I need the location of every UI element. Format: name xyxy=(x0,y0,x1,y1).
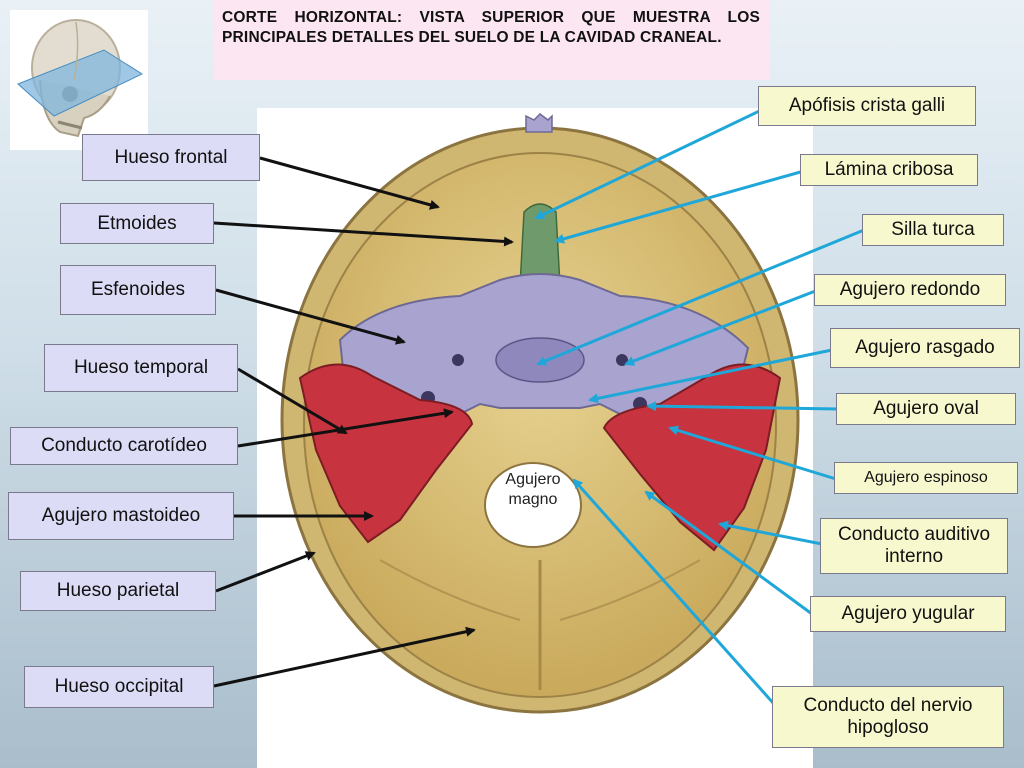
label-esfenoides: Esfenoides xyxy=(60,265,216,315)
occipital-fossa-right xyxy=(559,559,701,621)
label-hueso-occipital: Hueso occipital xyxy=(24,666,214,708)
arrow-agujero-redondo xyxy=(624,288,819,366)
label-agujero-redondo: Agujero redondo xyxy=(814,274,1006,306)
arrow-hueso-parietal xyxy=(215,551,316,593)
label-conducto-carotideo: Conducto carotídeo xyxy=(10,427,238,465)
arrow-conducto-carotideo xyxy=(237,408,454,448)
label-apofisis-crista-galli: Apófisis crista galli xyxy=(758,86,976,126)
arrow-hueso-frontal xyxy=(259,156,440,210)
arrow-etmoides xyxy=(213,221,514,247)
arrow-agujero-oval xyxy=(646,401,839,412)
arrow-agujero-yugular xyxy=(644,490,813,616)
label-hueso-temporal: Hueso temporal xyxy=(44,344,238,392)
arrow-conducto-nervio-hipogloso xyxy=(572,478,776,705)
label-silla-turca: Silla turca xyxy=(862,214,1004,246)
right-pointer-arrows xyxy=(534,102,865,705)
page-title: CORTE HORIZONTAL: VISTA SUPERIOR QUE MUE… xyxy=(214,0,770,80)
label-agujero-espinoso: Agujero espinoso xyxy=(834,462,1018,494)
label-agujero-yugular: Agujero yugular xyxy=(810,596,1006,632)
foramen-magnum xyxy=(484,462,582,548)
foramen-rotundum-left xyxy=(452,354,464,366)
skull-thumbnail xyxy=(10,10,148,150)
label-etmoides: Etmoides xyxy=(60,203,214,244)
arrow-apofisis-crista-galli xyxy=(534,102,775,220)
label-lamina-cribosa: Lámina cribosa xyxy=(800,154,978,186)
sella-turcica xyxy=(495,337,585,383)
arrow-hueso-temporal xyxy=(237,367,348,435)
arrow-lamina-cribosa xyxy=(554,169,805,244)
label-conducto-auditivo-interno: Conducto auditivo interno xyxy=(820,518,1008,574)
arrow-conducto-auditivo-interno xyxy=(718,520,823,546)
skull-inner-floor xyxy=(303,152,777,698)
arrow-silla-turca xyxy=(536,228,865,366)
arrow-esfenoides xyxy=(215,288,406,345)
temporal-bone-left xyxy=(298,363,474,544)
arrow-agujero-espinoso xyxy=(668,425,837,481)
left-pointer-arrows xyxy=(213,156,514,688)
crista-galli-top xyxy=(525,113,553,133)
arrow-hueso-occipital xyxy=(213,626,476,688)
label-agujero-magno: Agujero magno xyxy=(505,471,561,508)
label-agujero-oval: Agujero oval xyxy=(836,393,1016,425)
label-hueso-frontal: Hueso frontal xyxy=(82,134,260,181)
label-conducto-nervio-hipogloso: Conducto del nervio hipogloso xyxy=(772,686,1004,748)
skull-section-icon xyxy=(17,19,144,138)
label-agujero-mastoideo: Agujero mastoideo xyxy=(8,492,234,540)
arrow-agujero-rasgado xyxy=(588,348,833,404)
label-hueso-parietal: Hueso parietal xyxy=(20,571,216,611)
occipital-fossa-left xyxy=(379,559,521,621)
label-agujero-rasgado: Agujero rasgado xyxy=(830,328,1020,368)
